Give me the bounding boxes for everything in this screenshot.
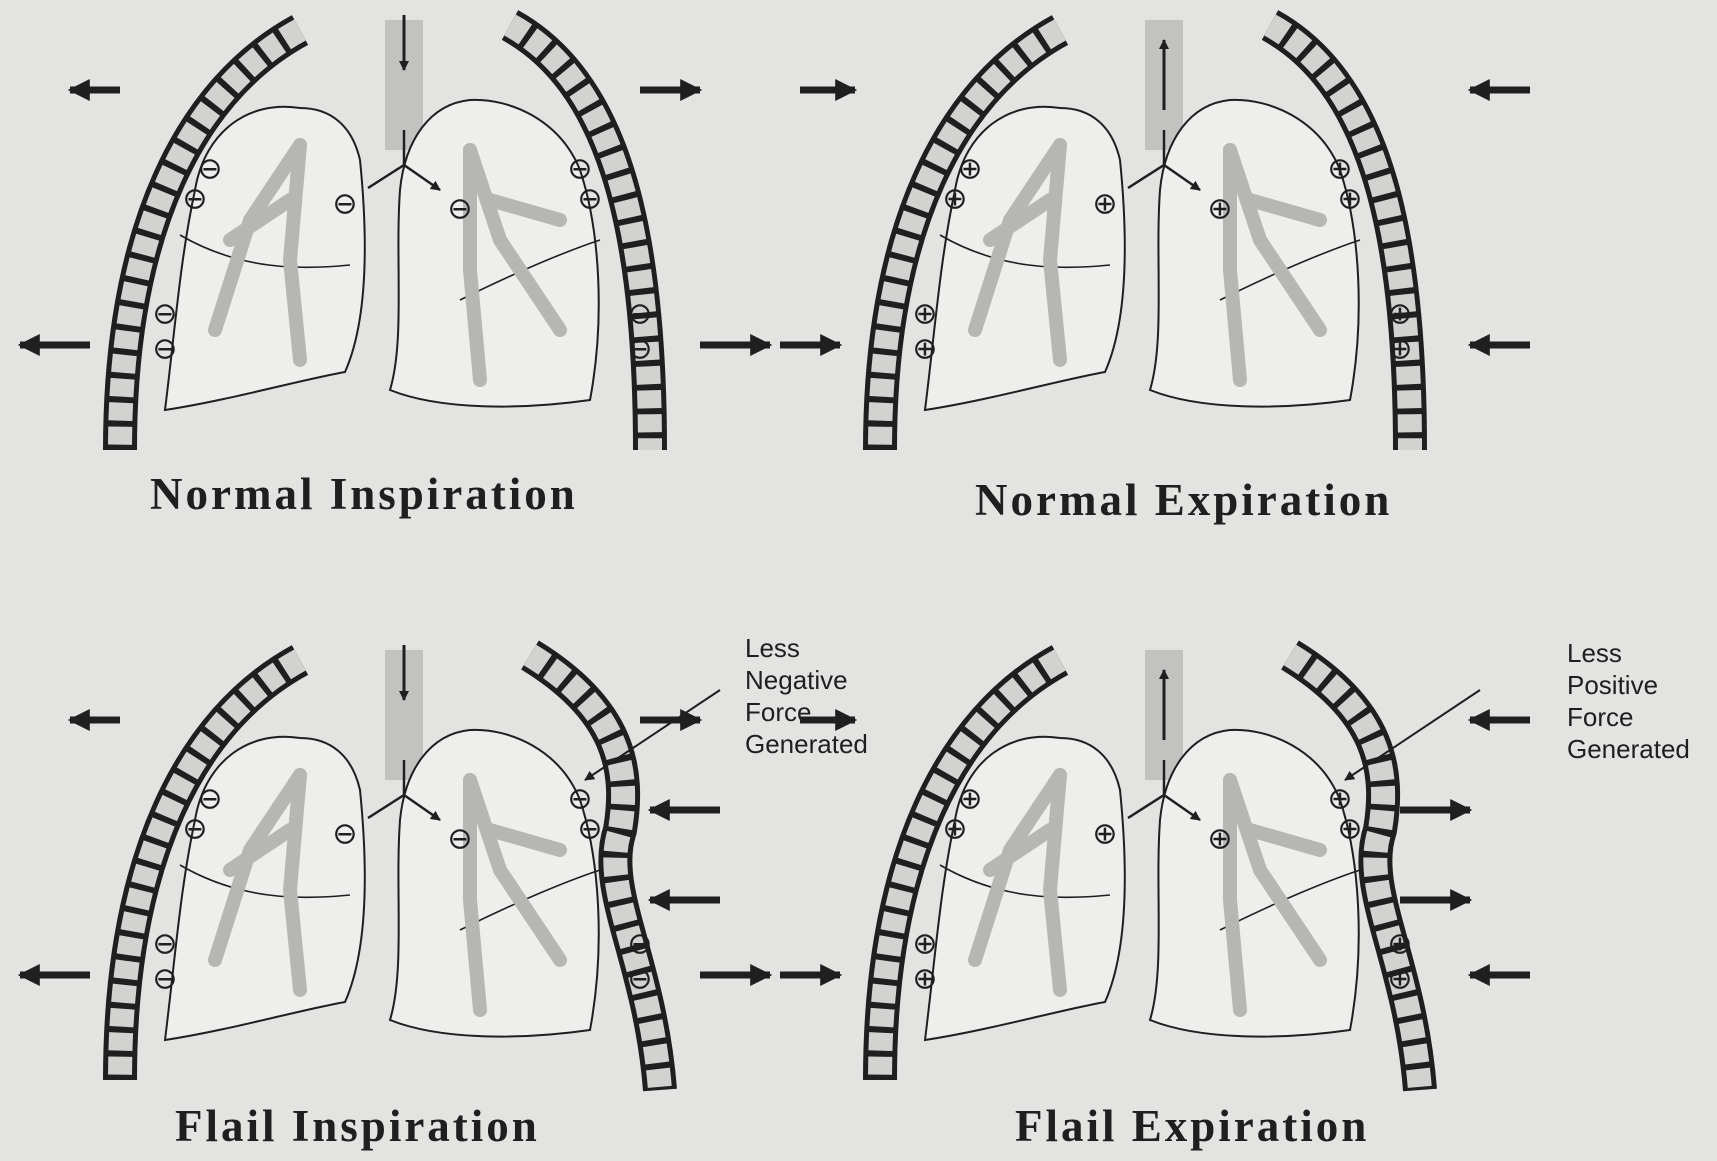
title-flail-expiration: Flail Expiration xyxy=(1015,1100,1369,1152)
pleural-pressure-symbol: ⊖ xyxy=(152,332,177,367)
pleural-pressure-symbol: ⊕ xyxy=(1387,297,1412,332)
pleural-pressure-symbol: ⊕ xyxy=(912,927,937,962)
pleural-pressure-symbol: ⊖ xyxy=(182,812,207,847)
right-lung xyxy=(390,100,599,407)
pleural-pressure-symbol: ⊕ xyxy=(912,297,937,332)
annotation-line: Positive xyxy=(1567,669,1690,701)
pleural-pressure-symbol: ⊖ xyxy=(447,822,472,857)
pleural-pressure-symbol: ⊕ xyxy=(912,962,937,997)
annotation-line: Generated xyxy=(1567,733,1690,765)
panel-normal-inspiration: ⊖⊖⊖⊖⊖⊖⊖⊖⊖⊖ xyxy=(20,15,770,450)
annotation-line: Less xyxy=(745,632,868,664)
title-normal-expiration: Normal Expiration xyxy=(975,474,1392,526)
pleural-pressure-symbol: ⊖ xyxy=(152,297,177,332)
pleural-pressure-symbol: ⊕ xyxy=(1387,927,1412,962)
pleural-pressure-symbol: ⊖ xyxy=(577,812,602,847)
annotation-less-negative-force: Less Negative Force Generated xyxy=(745,632,868,760)
annotation-line: Force xyxy=(1567,701,1690,733)
title-normal-inspiration: Normal Inspiration xyxy=(150,468,578,520)
pleural-pressure-symbol: ⊕ xyxy=(1207,822,1232,857)
panel-normal-expiration: ⊕⊕⊕⊕⊕⊕⊕⊕⊕⊕ xyxy=(780,20,1530,450)
pleural-pressure-symbol: ⊖ xyxy=(627,962,652,997)
panel-flail-expiration: ⊕⊕⊕⊕⊕⊕⊕⊕⊕⊕ xyxy=(780,650,1530,1090)
pleural-pressure-symbol: ⊕ xyxy=(1387,332,1412,367)
pleural-pressure-symbol: ⊕ xyxy=(1337,812,1362,847)
pleural-pressure-symbol: ⊖ xyxy=(577,182,602,217)
annotation-line: Generated xyxy=(745,728,868,760)
pleural-pressure-symbol: ⊕ xyxy=(942,812,967,847)
right-lung xyxy=(1150,100,1359,407)
pleural-pressure-symbol: ⊖ xyxy=(447,192,472,227)
pleural-pressure-symbol: ⊖ xyxy=(152,962,177,997)
pleural-pressure-symbol: ⊖ xyxy=(627,927,652,962)
pleural-pressure-symbol: ⊖ xyxy=(332,817,357,852)
pleural-pressure-symbol: ⊕ xyxy=(942,182,967,217)
pleural-pressure-symbol: ⊖ xyxy=(627,332,652,367)
pleural-pressure-symbol: ⊕ xyxy=(912,332,937,367)
annotation-line: Less xyxy=(1567,637,1690,669)
annotation-less-positive-force: Less Positive Force Generated xyxy=(1567,637,1690,765)
pleural-pressure-symbol: ⊖ xyxy=(182,182,207,217)
right-lung xyxy=(390,730,599,1037)
pleural-pressure-symbol: ⊖ xyxy=(332,187,357,222)
panel-flail-inspiration: ⊖⊖⊖⊖⊖⊖⊖⊖⊖⊖ xyxy=(20,645,770,1090)
pleural-pressure-symbol: ⊕ xyxy=(1337,182,1362,217)
title-flail-inspiration: Flail Inspiration xyxy=(175,1100,540,1152)
right-lung xyxy=(1150,730,1359,1037)
pleural-pressure-symbol: ⊖ xyxy=(152,927,177,962)
pleural-pressure-symbol: ⊕ xyxy=(1092,187,1117,222)
annotation-line: Negative xyxy=(745,664,868,696)
pleural-pressure-symbol: ⊕ xyxy=(1387,962,1412,997)
pleural-pressure-symbol: ⊕ xyxy=(1092,817,1117,852)
pleural-pressure-symbol: ⊖ xyxy=(627,297,652,332)
pleural-pressure-symbol: ⊕ xyxy=(1207,192,1232,227)
annotation-line: Force xyxy=(745,696,868,728)
